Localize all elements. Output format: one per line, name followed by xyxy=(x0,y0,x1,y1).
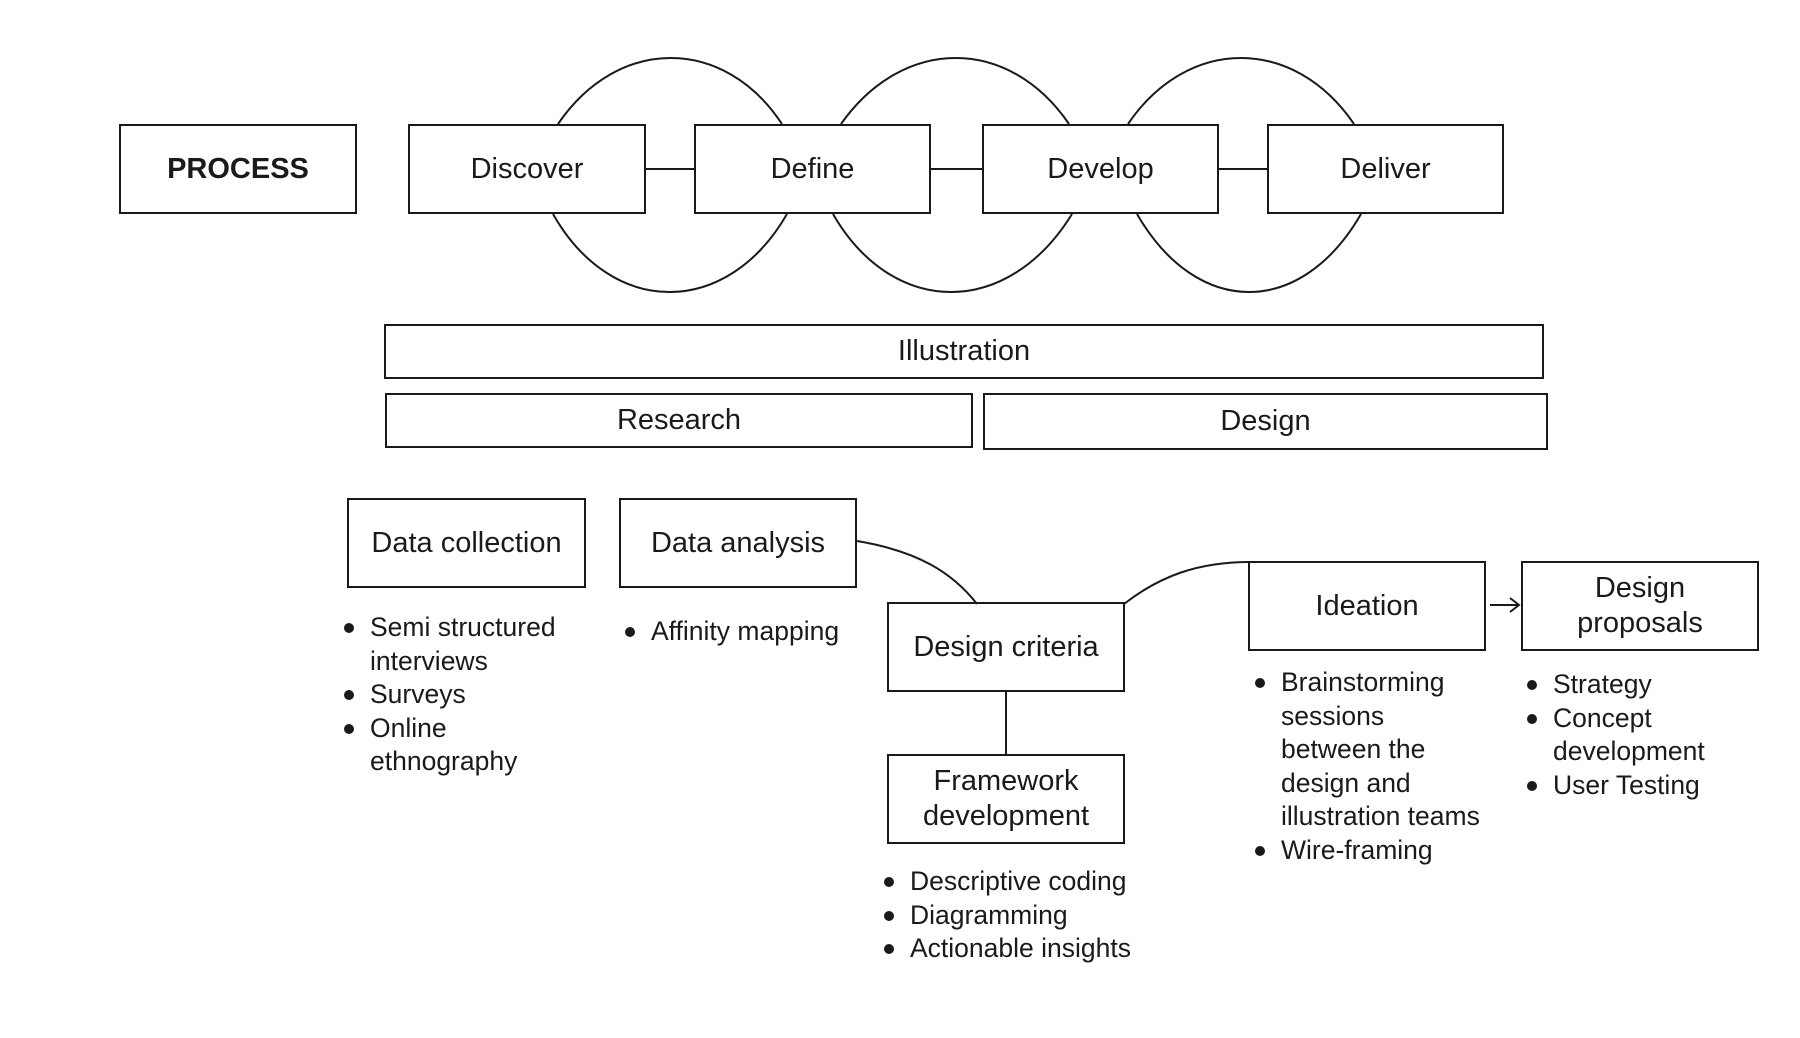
stage-ideation: Ideation xyxy=(1248,561,1486,651)
list-item: Wire-framing xyxy=(1255,834,1485,868)
list-item: Actionable insights xyxy=(884,932,1144,966)
track-research: Research xyxy=(385,393,973,448)
list-item: Diagramming xyxy=(884,899,1144,933)
curve-criteria-ideation xyxy=(1123,561,1251,605)
track-illustration: Illustration xyxy=(384,324,1544,379)
track-design: Design xyxy=(983,393,1548,450)
stage-framework-development: Framework development xyxy=(887,754,1125,844)
loop-bottom-define-develop xyxy=(832,213,1073,293)
phase-discover: Discover xyxy=(408,124,646,214)
stage-data-collection: Data collection xyxy=(347,498,586,588)
loop-bottom-develop-deliver xyxy=(1136,213,1362,293)
list-item: User Testing xyxy=(1527,769,1767,803)
arrow-head xyxy=(1509,597,1521,613)
data-analysis-list: Affinity mapping xyxy=(625,615,865,649)
phase-define: Define xyxy=(694,124,931,214)
loop-bottom-discover-define xyxy=(552,213,788,293)
framework-label-line-2: development xyxy=(922,800,1090,832)
framework-label-line-1: Framework xyxy=(933,765,1079,798)
process-title: PROCESS xyxy=(119,124,357,214)
phase-develop: Develop xyxy=(982,124,1219,214)
list-item: Affinity mapping xyxy=(625,615,865,649)
phase-deliver: Deliver xyxy=(1267,124,1504,214)
stage-design-proposals: Design proposals xyxy=(1521,561,1759,651)
curve-analysis-criteria xyxy=(856,540,978,605)
list-item: Strategy xyxy=(1527,668,1767,702)
stage-design-criteria: Design criteria xyxy=(887,602,1125,692)
list-item: Surveys xyxy=(344,678,584,712)
loop-top-discover-define xyxy=(557,57,783,125)
proposals-label-line-2: proposals xyxy=(1577,607,1703,639)
loop-top-develop-deliver xyxy=(1127,57,1355,125)
proposals-label-line-1: Design xyxy=(1594,572,1686,605)
stage-data-analysis: Data analysis xyxy=(619,498,857,588)
list-item: Descriptive coding xyxy=(884,865,1144,899)
loop-top-define-develop xyxy=(840,57,1070,125)
